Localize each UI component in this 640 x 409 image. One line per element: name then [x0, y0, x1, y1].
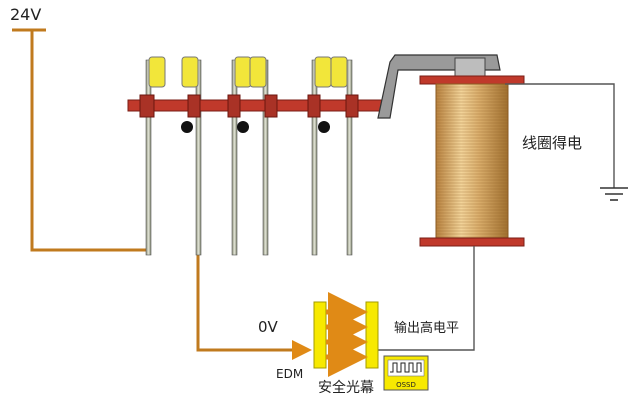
label-edm: EDM [276, 367, 303, 381]
safety-light-curtain [313, 292, 379, 377]
label-ossd: OSSD [396, 381, 416, 389]
coil-plunger [454, 57, 486, 79]
rod-collar [227, 94, 241, 118]
leaf [262, 59, 269, 256]
armature-lever [377, 54, 501, 119]
pivot-dot [181, 121, 193, 133]
contact-group-2 [231, 56, 269, 256]
rod-collar [264, 94, 278, 118]
label-24v: 24V [10, 5, 41, 24]
curtain-emitter [313, 301, 327, 369]
curtain-receiver [365, 301, 379, 369]
coil-winding-lines [436, 86, 508, 238]
wire-0v [196, 250, 300, 352]
label-output-high: 输出高电平 [394, 320, 459, 336]
contact-pad [314, 56, 332, 88]
contact-group-3 [311, 56, 353, 256]
ossd-module: OSSD [383, 355, 429, 391]
leaf [311, 59, 318, 256]
arrow-0v [292, 340, 312, 360]
pivot-dot [237, 121, 249, 133]
contact-pad [148, 56, 166, 88]
pulse-signal-icon [390, 362, 422, 373]
label-coil-energized: 线圈得电 [522, 134, 582, 152]
coil-bottom-flange [419, 237, 525, 247]
ground-icon [600, 187, 628, 201]
rod-collar [345, 94, 359, 118]
contact-pad [330, 56, 348, 88]
leaf [346, 59, 353, 256]
coil-top-flange [419, 75, 525, 85]
relay-coil [419, 57, 525, 247]
contact-pad [234, 56, 252, 88]
leaf [231, 59, 238, 256]
wire-24v [30, 30, 150, 252]
label-safety-curtain: 安全光幕 [318, 379, 374, 396]
pivot-dot [318, 121, 330, 133]
rod-collar [139, 94, 155, 118]
rod-collar [307, 94, 321, 118]
label-0v: 0V [258, 318, 279, 336]
wire-coil-output [378, 246, 475, 351]
contact-pad [249, 56, 267, 88]
wire-coil-ground [505, 83, 615, 188]
contact-group-1 [145, 56, 202, 256]
coil-winding [435, 83, 509, 239]
leaf [195, 59, 202, 256]
rod-collar [187, 94, 201, 118]
leaf [145, 59, 152, 256]
contact-pad [181, 56, 199, 88]
